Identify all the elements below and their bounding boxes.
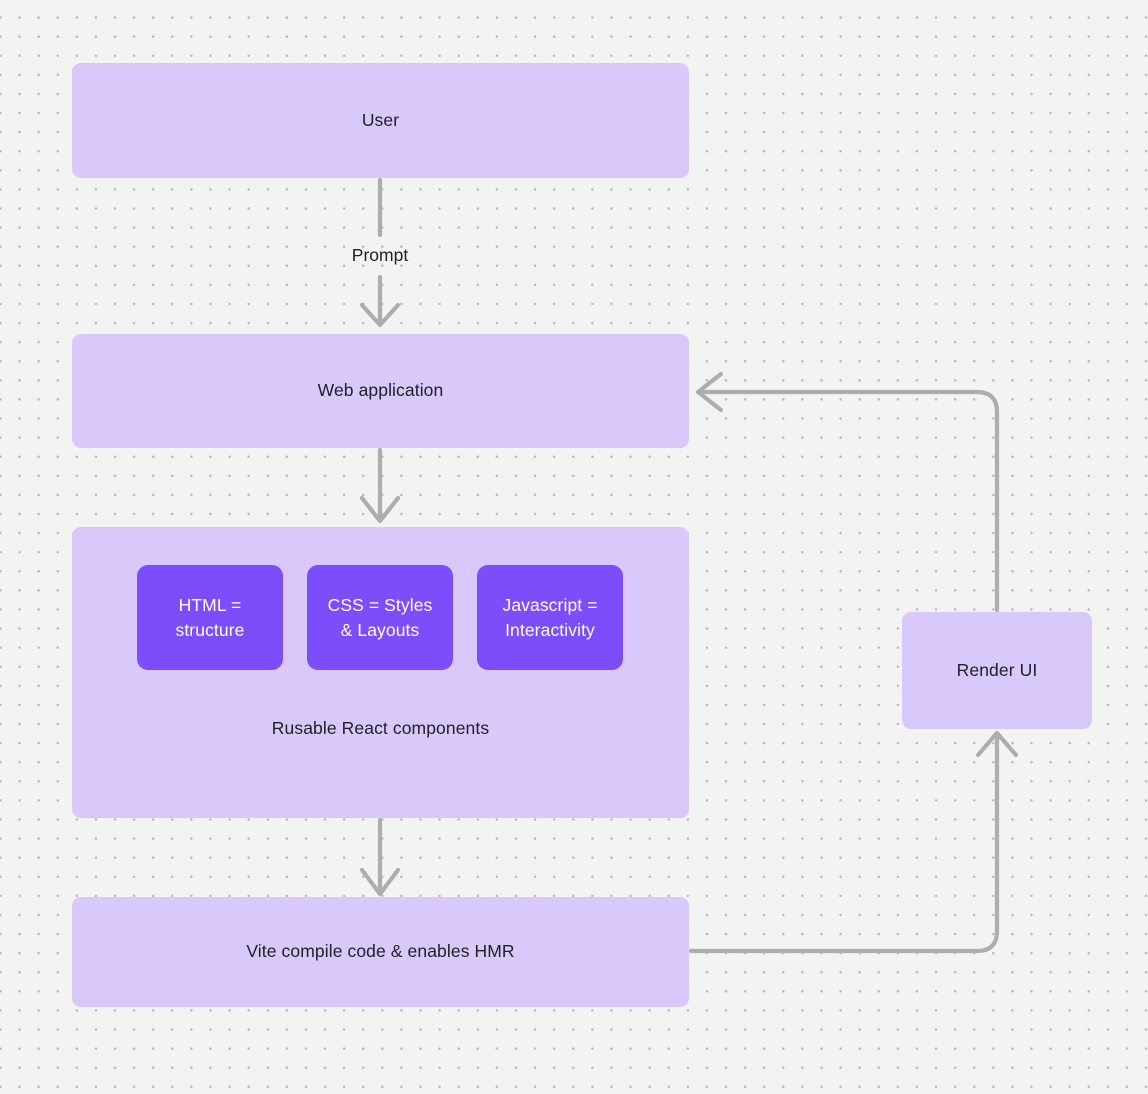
- chip-css[interactable]: CSS = Styles & Layouts: [307, 565, 453, 670]
- node-render-ui-label: Render UI: [956, 659, 1038, 680]
- chip-javascript[interactable]: Javascript = Interactivity: [477, 565, 623, 670]
- edge-render-to-webapp: [695, 371, 1000, 613]
- chip-html[interactable]: HTML = structure: [137, 565, 283, 670]
- node-user[interactable]: User: [72, 63, 689, 178]
- chip-javascript-line1: Javascript =: [502, 595, 598, 616]
- node-vite[interactable]: Vite compile code & enables HMR: [72, 897, 689, 1007]
- node-web-application[interactable]: Web application: [72, 334, 689, 448]
- node-web-application-label: Web application: [317, 380, 444, 401]
- chip-css-line2: & Layouts: [340, 619, 420, 640]
- edge-label-prompt: Prompt: [351, 245, 409, 265]
- chip-html-label: HTML = structure: [170, 593, 251, 641]
- chip-javascript-line2: Interactivity: [505, 619, 595, 640]
- chip-javascript-label: Javascript = Interactivity: [496, 593, 603, 641]
- node-react-components[interactable]: HTML = structure CSS = Styles & Layouts Ja…: [72, 527, 689, 818]
- chip-css-line1: CSS = Styles: [327, 595, 433, 616]
- node-vite-label: Vite compile code & enables HMR: [246, 941, 515, 962]
- chip-html-line2: structure: [175, 619, 245, 640]
- edge-vite-to-render: [688, 730, 1019, 954]
- node-user-label: User: [361, 109, 400, 130]
- chip-css-label: CSS = Styles & Layouts: [322, 593, 439, 641]
- node-react-components-caption: Rusable React components: [271, 718, 490, 738]
- edge-webapp-to-components: [359, 447, 401, 524]
- edge-components-to-vite: [359, 817, 401, 897]
- node-render-ui[interactable]: Render UI: [902, 612, 1092, 729]
- chip-html-line1: HTML =: [178, 595, 242, 616]
